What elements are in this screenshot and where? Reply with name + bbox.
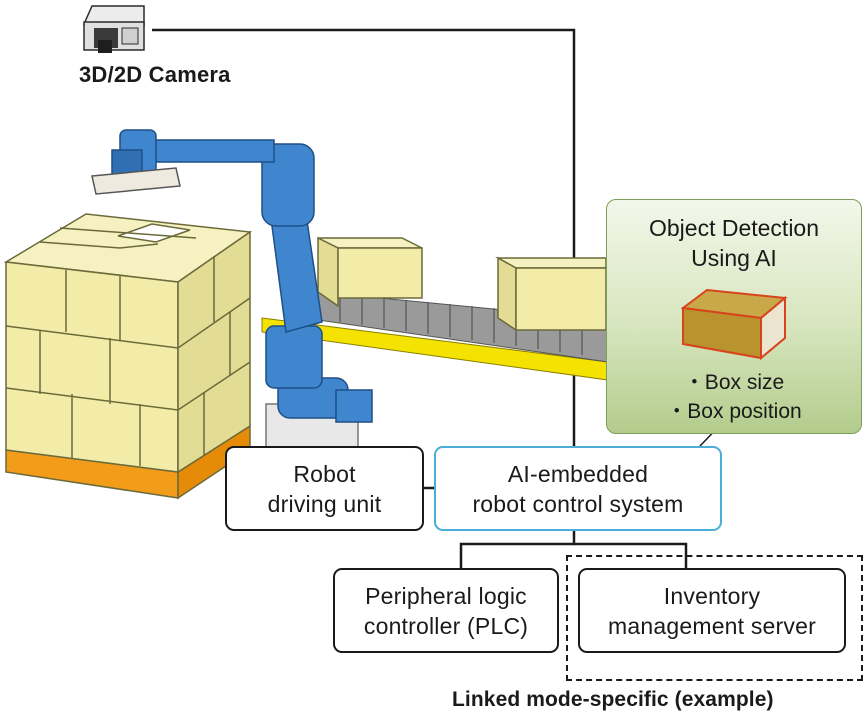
box-stack-icon bbox=[3, 213, 253, 500]
detection-title-line1: Object Detection bbox=[648, 215, 820, 241]
detection-title-line2: Using AI bbox=[691, 245, 777, 271]
robot-driving-unit-box: Robot driving unit bbox=[225, 446, 424, 531]
ai-control-system-box: AI-embedded robot control system bbox=[434, 446, 722, 531]
object-detection-panel: Object Detection Using AI ・Box size ・Box… bbox=[606, 199, 862, 434]
inventory-server-box: Inventory management server bbox=[578, 568, 846, 653]
plc-box: Peripheral logic controller (PLC) bbox=[333, 568, 559, 653]
plc-line2: controller (PLC) bbox=[363, 612, 529, 639]
robot-arm-icon bbox=[91, 129, 373, 449]
detection-item-box-position: ・Box position bbox=[666, 400, 802, 423]
ai-control-system-line2: robot control system bbox=[472, 490, 684, 517]
branch-line-right bbox=[574, 542, 688, 568]
branch-line bbox=[459, 531, 576, 568]
conveyor-box-icon bbox=[317, 236, 607, 332]
inventory-line2: management server bbox=[608, 612, 816, 639]
linked-mode-caption: Linked mode-specific (example) bbox=[452, 688, 774, 711]
robot-driving-unit-line1: Robot bbox=[293, 460, 356, 487]
linked-mode-frame bbox=[566, 555, 863, 681]
detection-item-box-size: ・Box size bbox=[683, 371, 785, 394]
plc-line1: Peripheral logic bbox=[365, 582, 527, 609]
detected-box-icon bbox=[681, 288, 788, 360]
ai-control-system-line1: AI-embedded bbox=[507, 460, 649, 487]
robot-driving-unit-line2: driving unit bbox=[267, 490, 382, 517]
camera-icon bbox=[82, 5, 145, 53]
inventory-line1: Inventory bbox=[663, 582, 761, 609]
camera-label: 3D/2D Camera bbox=[79, 62, 231, 87]
